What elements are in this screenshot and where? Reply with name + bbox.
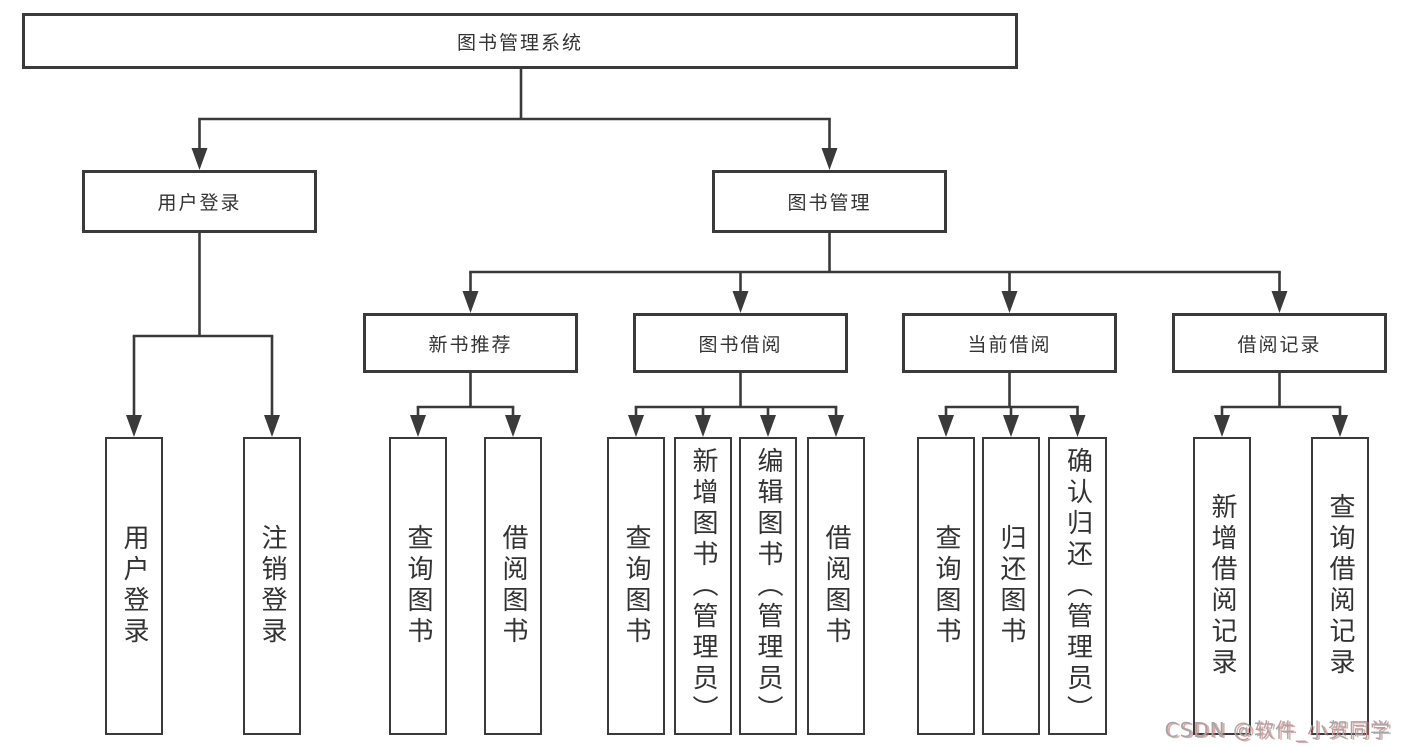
node-leaf-add-books-admin: 新增图书（管理员） (674, 437, 732, 735)
node-root-label: 图书管理系统 (456, 31, 583, 54)
node-leaf-return-books: 归还图书 (982, 437, 1040, 735)
node-book-management-label: 图书管理 (787, 192, 872, 214)
node-leaf-edit-books-admin-label: 编辑图书（管理员） (753, 446, 783, 726)
arrowheads (126, 148, 1348, 437)
node-leaf-borrowing-borrow-books-label: 借阅图书 (821, 524, 851, 648)
node-leaf-current-query-books-label: 查询图书 (931, 524, 961, 648)
watermark: CSDN @软件_小贺同学 (1164, 718, 1391, 742)
node-leaf-borrowing-query-books-label: 查询图书 (621, 524, 651, 648)
node-current-borrowing-label: 当前借阅 (967, 333, 1052, 356)
node-leaf-recommend-borrow-books: 借阅图书 (484, 437, 542, 735)
node-leaf-add-borrow-record: 新增借阅记录 (1193, 437, 1251, 735)
node-borrow-records-label: 借阅记录 (1237, 333, 1322, 356)
node-leaf-add-books-admin-label: 新增图书（管理员） (688, 446, 718, 726)
node-leaf-user-login: 用户登录 (105, 437, 163, 735)
node-leaf-recommend-query-books-label: 查询图书 (403, 524, 433, 648)
node-leaf-edit-books-admin: 编辑图书（管理员） (739, 437, 797, 735)
node-book-borrowing: 图书借阅 (633, 313, 848, 373)
node-leaf-query-borrow-record-label: 查询借阅记录 (1325, 493, 1355, 679)
node-leaf-recommend-query-books: 查询图书 (389, 437, 447, 735)
node-leaf-recommend-borrow-books-label: 借阅图书 (498, 524, 528, 648)
node-leaf-confirm-return-admin-label: 确认归还（管理员） (1062, 446, 1093, 726)
node-book-borrowing-label: 图书借阅 (698, 333, 783, 356)
node-new-book-recommend: 新书推荐 (363, 313, 578, 373)
node-leaf-logout-label: 注销登录 (257, 524, 287, 648)
node-borrow-records: 借阅记录 (1172, 313, 1387, 373)
node-book-management: 图书管理 (712, 170, 947, 233)
node-user-login-label: 用户登录 (157, 192, 242, 214)
node-leaf-confirm-return-admin: 确认归还（管理员） (1048, 437, 1107, 735)
node-new-book-recommend-label: 新书推荐 (428, 333, 513, 356)
node-leaf-add-borrow-record-label: 新增借阅记录 (1207, 493, 1237, 679)
node-leaf-query-borrow-record: 查询借阅记录 (1311, 437, 1369, 735)
node-current-borrowing: 当前借阅 (902, 313, 1117, 373)
node-leaf-logout: 注销登录 (243, 437, 301, 735)
node-root: 图书管理系统 (22, 13, 1018, 69)
node-leaf-current-query-books: 查询图书 (917, 437, 975, 735)
node-leaf-user-login-label: 用户登录 (119, 524, 149, 648)
node-leaf-borrowing-query-books: 查询图书 (607, 437, 665, 735)
node-leaf-return-books-label: 归还图书 (996, 524, 1026, 648)
node-user-login: 用户登录 (82, 170, 317, 233)
node-leaf-borrowing-borrow-books: 借阅图书 (807, 437, 865, 735)
